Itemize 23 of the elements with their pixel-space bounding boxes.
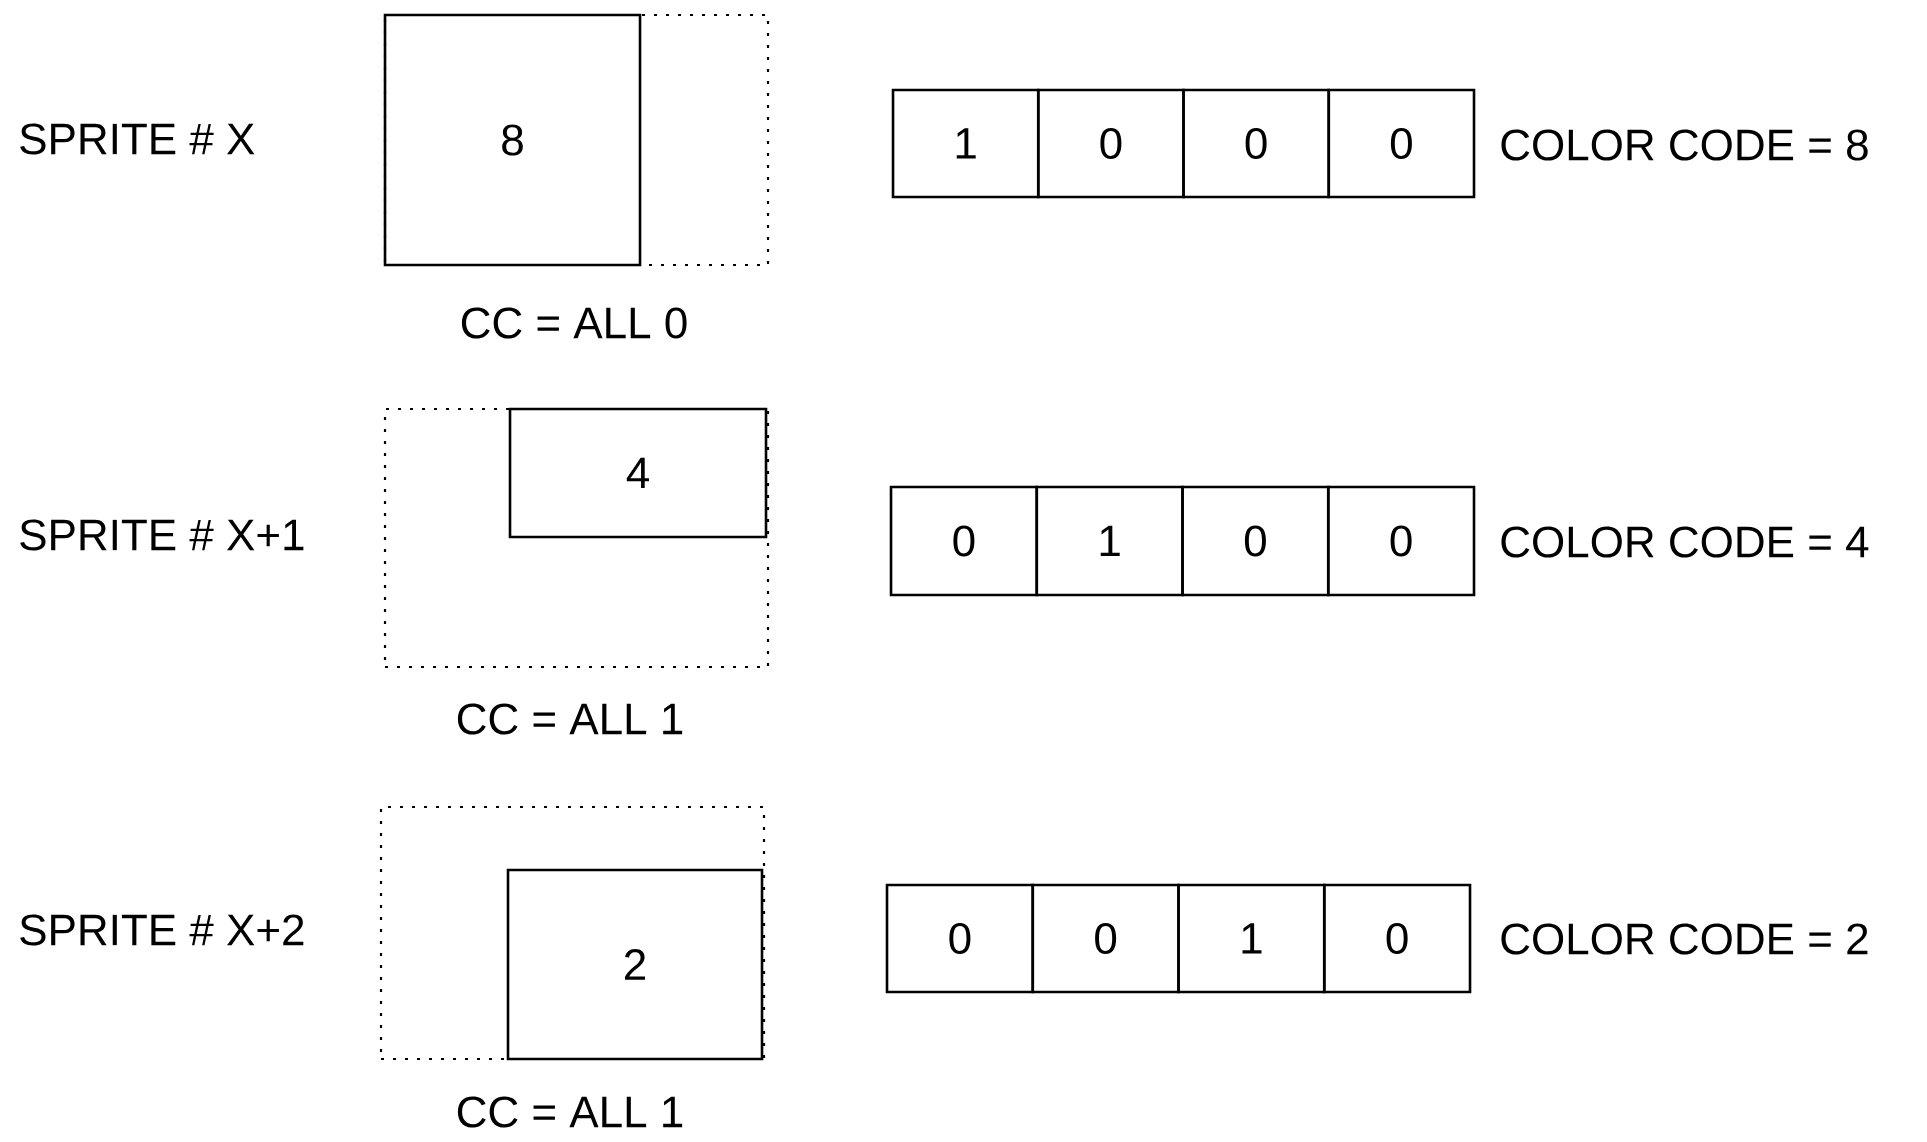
sprite-label: SPRITE # X+1 xyxy=(20,519,304,551)
sprite-label: SPRITE # X xyxy=(20,123,255,155)
bit-cell: 0 xyxy=(1031,883,1180,994)
sprite-box: 4 xyxy=(508,407,768,539)
sprite-box: 8 xyxy=(383,13,642,267)
bit-cell: 1 xyxy=(1177,883,1326,994)
bit-cell: 0 xyxy=(1037,88,1185,199)
bit-cell: 0 xyxy=(1322,883,1472,994)
bit-cell: 0 xyxy=(1182,88,1330,199)
cc-label: CC = ALL 1 xyxy=(457,703,683,735)
bit-cell: 0 xyxy=(885,883,1035,994)
cc-label: CC = ALL 0 xyxy=(461,307,687,339)
sprite-outline xyxy=(379,805,766,1061)
sprite-label: SPRITE # X+2 xyxy=(20,914,304,946)
bit-cell: 0 xyxy=(889,485,1039,597)
bit-cell: 0 xyxy=(1326,485,1476,597)
sprite-outline xyxy=(383,407,770,669)
sprite-box: 2 xyxy=(506,868,764,1061)
bit-cell: 1 xyxy=(891,88,1040,199)
bit-cell: 0 xyxy=(1181,485,1330,597)
bit-cell: 0 xyxy=(1327,88,1476,199)
cc-label: CC = ALL 1 xyxy=(457,1096,683,1128)
bit-cell: 1 xyxy=(1035,485,1184,597)
